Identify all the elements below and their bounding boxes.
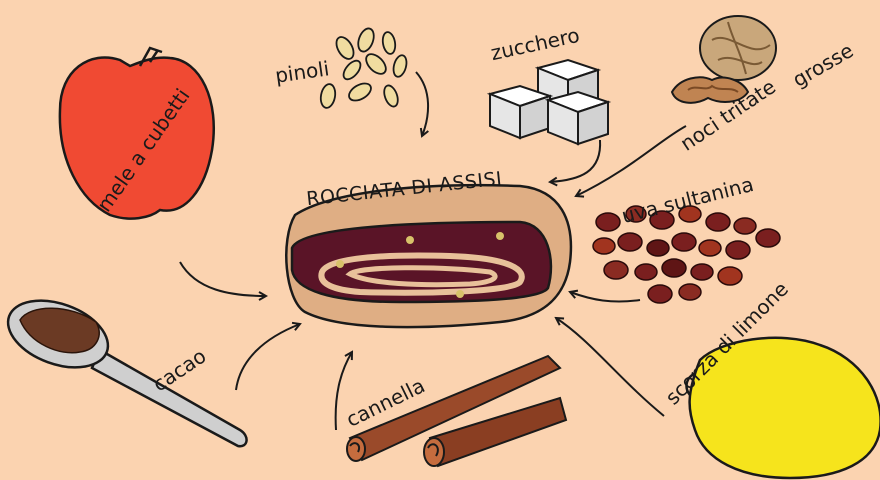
sugar-cubes-icon [486, 58, 612, 146]
raisins-icon [592, 205, 781, 304]
arrow-limone [556, 318, 665, 417]
arrows [179, 71, 687, 431]
arrow-noci [576, 125, 687, 196]
cocoa-powder-icon [19, 307, 100, 354]
apple-icon [58, 46, 215, 220]
walnuts-icon [670, 15, 777, 104]
pine-nuts-icon [319, 27, 408, 109]
arrow-zucchero [550, 139, 602, 182]
arrow-cacao [235, 324, 300, 391]
cinnamon-icon [346, 354, 568, 468]
arrow-cannella [334, 352, 352, 431]
rocciata-roll-icon [285, 183, 573, 329]
arrow-pinoli [415, 71, 430, 136]
arrow-uva [570, 292, 641, 303]
lemon-icon [685, 336, 880, 480]
arrow-mele [179, 261, 266, 296]
